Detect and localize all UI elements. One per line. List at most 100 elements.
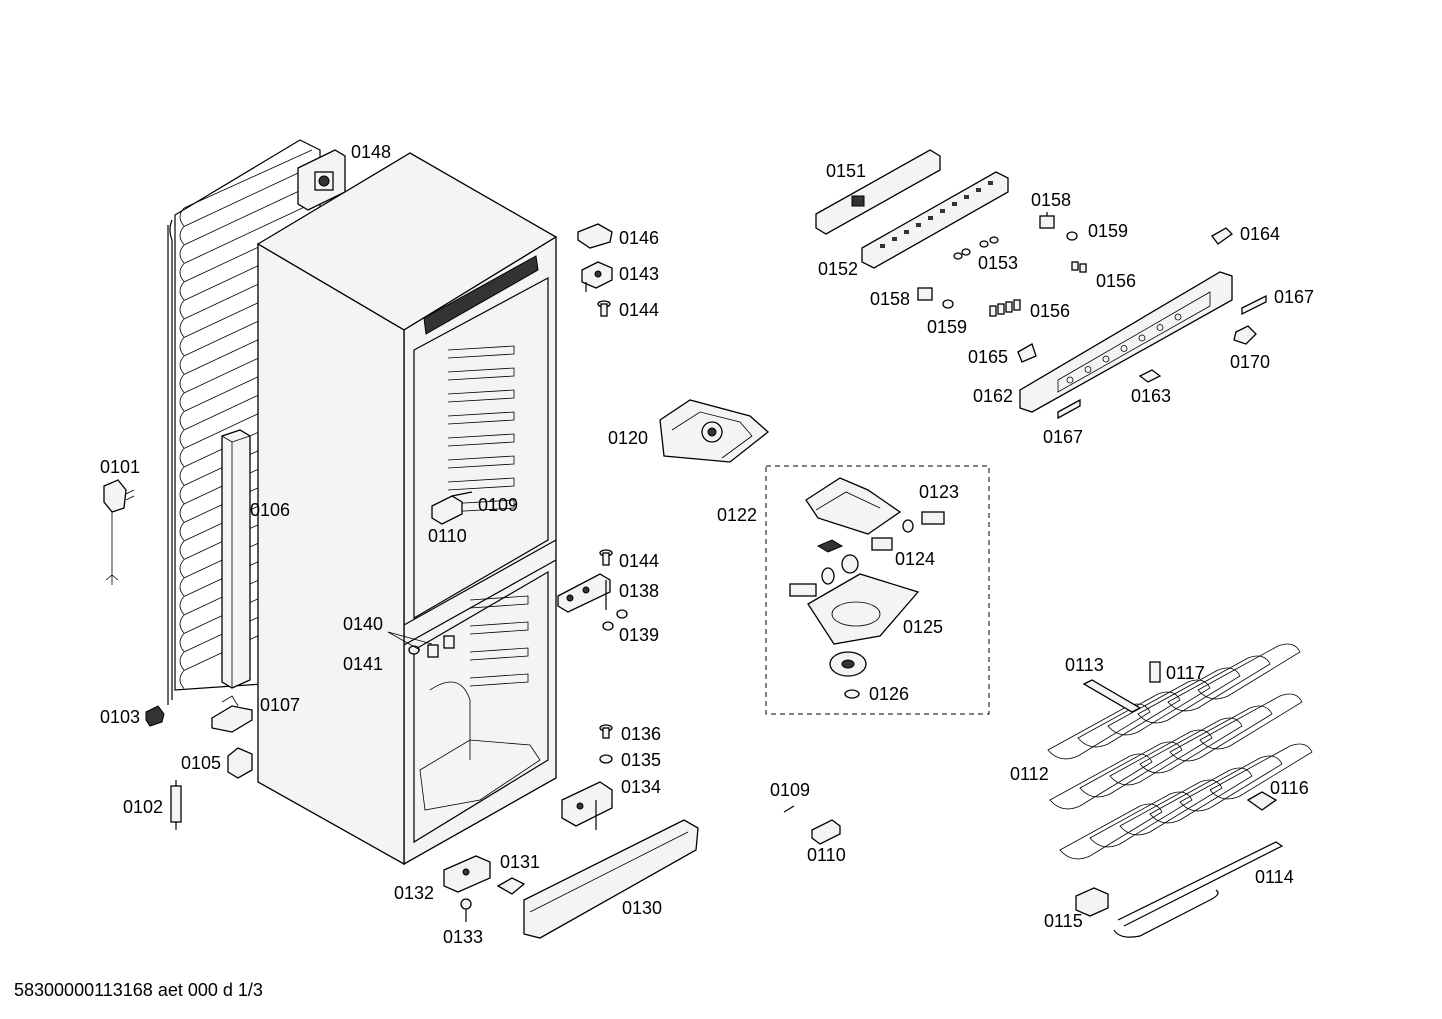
shelf-rail: [447, 389, 515, 403]
coil-bend: [179, 596, 185, 615]
label-0116: 0116: [1270, 778, 1309, 798]
part-labels: 0148 0146 0143 0144 0101 0106 0109 0110 …: [100, 142, 1314, 947]
coil-bend: [179, 374, 185, 393]
label-0122: 0122: [717, 505, 757, 525]
evaporator-loop: [1059, 803, 1163, 860]
control-module-0151: [815, 149, 941, 235]
shelf-rail: [447, 477, 515, 491]
label-0126: 0126: [869, 684, 909, 704]
display-button: [1102, 355, 1110, 363]
pin-0144-top: [597, 300, 611, 317]
pin-0109-left: [451, 491, 473, 497]
washers-0139: [602, 609, 628, 631]
label-0170: 0170: [1230, 352, 1270, 372]
coil-bend: [179, 429, 185, 449]
shelf-rail: [447, 345, 515, 359]
coil-bend: [179, 670, 185, 689]
evaporator-loop: [1107, 679, 1211, 736]
label-0158: 0158: [1031, 190, 1071, 210]
display-button: [1120, 345, 1128, 352]
evaporator-loop: [1079, 741, 1183, 798]
clip-0116: [1246, 791, 1278, 811]
cover-0146: [577, 223, 613, 249]
label-0114: 0114: [1255, 867, 1294, 887]
display-button: [1084, 366, 1092, 373]
control-box: [297, 149, 346, 211]
label-0102: 0102: [123, 797, 163, 817]
label-0110: 0110: [807, 845, 846, 865]
gasket-square: [816, 539, 844, 553]
label-0156: 0156: [1030, 301, 1070, 321]
cover-0110-left: [431, 495, 463, 525]
coil-bend: [179, 577, 185, 597]
connector-0156-top: [1071, 261, 1087, 273]
drain-pipe: [221, 429, 251, 689]
pcb-component: [904, 230, 909, 234]
coil-bend: [179, 559, 185, 578]
fan-impeller-0126: [829, 651, 867, 699]
strip-0167-bottom: [1057, 398, 1081, 420]
coil-bend: [179, 244, 185, 264]
evaporator-loop: [1179, 755, 1283, 812]
clip-0165: [1017, 343, 1037, 363]
evaporator-loop: [1149, 767, 1253, 824]
label-0165: 0165: [968, 347, 1008, 367]
label-0167: 0167: [1274, 287, 1314, 307]
shelf-rail: [447, 455, 515, 469]
evaporator-loop: [1169, 705, 1273, 762]
lamp-0123: [902, 511, 945, 533]
coil-bend: [179, 355, 185, 375]
shelf-rail: [469, 673, 529, 687]
label-0164: 0164: [1240, 224, 1280, 244]
cabinet: [256, 152, 558, 866]
pcb-component: [928, 216, 933, 220]
evaporator-loop: [1077, 691, 1181, 748]
evaporator-loop: [1137, 667, 1241, 724]
coil-bend: [179, 651, 185, 671]
pcb-component: [988, 181, 993, 185]
label-0134: 0134: [621, 777, 661, 797]
label-0117: 0117: [1166, 663, 1205, 683]
evaporator-loop: [1197, 643, 1301, 700]
evaporator-loop: [1139, 717, 1243, 774]
display-button: [1174, 313, 1182, 321]
support-bar-0113: [1082, 679, 1142, 713]
lamp-socket-0124: [871, 537, 893, 551]
label-0144: 0144: [619, 300, 659, 320]
coil-bend: [179, 503, 185, 523]
fan-motor-bracket: [805, 477, 902, 535]
strip-0167-top: [1241, 294, 1267, 316]
label-0159: 0159: [1088, 221, 1128, 241]
coil-bend: [179, 226, 185, 245]
shelf-rail: [447, 433, 515, 447]
label-0110: 0110: [428, 526, 467, 546]
label-0107: 0107: [260, 695, 300, 715]
label-0152: 0152: [818, 259, 858, 279]
hinge-bottom-right: [561, 781, 613, 830]
display-panel-0162: [1019, 271, 1233, 413]
fan-motor: [789, 554, 859, 597]
label-0158: 0158: [870, 289, 910, 309]
evaporator-loop: [1109, 729, 1213, 786]
shelf-rail: [469, 621, 529, 635]
coil-bend: [179, 300, 185, 319]
coil-tube: [183, 203, 313, 264]
label-0135: 0135: [621, 750, 661, 770]
lamp-holders-0153: [953, 236, 999, 260]
evaporator-loop: [1049, 753, 1153, 810]
hinge-bottom: [443, 855, 491, 922]
label-0124: 0124: [895, 549, 935, 569]
bulb-0159-bottom: [942, 299, 954, 309]
fan-assembly-group-box: [765, 465, 990, 715]
washer-0135: [599, 754, 613, 764]
coil-bend: [179, 392, 185, 412]
heater-0114: [1113, 841, 1284, 938]
label-0136: 0136: [621, 724, 661, 744]
coil-bend: [179, 614, 185, 634]
coil-bend: [179, 448, 185, 467]
pin-0144-mid: [599, 549, 613, 566]
fan-housing: [659, 399, 770, 463]
pcb-component: [880, 244, 885, 248]
label-0120: 0120: [608, 428, 648, 448]
